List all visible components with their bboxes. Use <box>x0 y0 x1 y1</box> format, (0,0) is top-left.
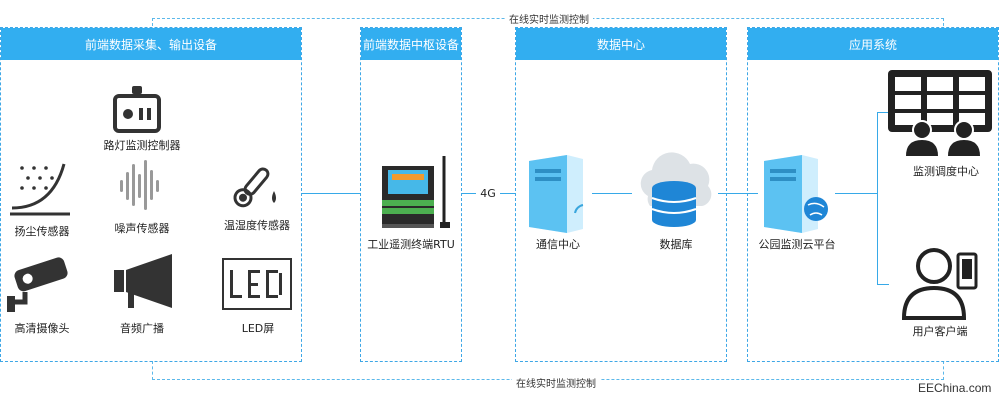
panel-datacenter: 数据中心 <box>515 27 727 362</box>
panel-datacenter-title: 数据中心 <box>516 28 726 60</box>
comm-server-icon <box>529 155 584 233</box>
link-comm-db <box>592 193 632 194</box>
panel-frontend: 前端数据采集、输出设备 <box>0 27 302 362</box>
rtu-device-icon <box>382 156 450 228</box>
top-loop-label: 在线实时监测控制 <box>505 11 593 26</box>
comm-center-label: 通信中心 <box>536 238 580 251</box>
link-branch-vertical <box>877 112 878 284</box>
database-cloud-icon <box>640 152 712 227</box>
streetlight-controller-label: 路灯监测控制器 <box>103 139 181 152</box>
user-client-icon <box>901 248 978 320</box>
bottom-loop-label: 在线实时监测控制 <box>512 375 600 390</box>
link-hub-datacenter-a <box>462 193 476 194</box>
dust-sensor-label: 扬尘传感器 <box>14 225 70 238</box>
led-screen-label: LED屏 <box>241 322 275 335</box>
panel-hub-title: 前端数据中枢设备 <box>361 28 461 60</box>
link-branch-top <box>877 112 889 113</box>
watermark-text: EEChina.com <box>918 381 992 395</box>
user-client-label: 用户客户端 <box>912 325 968 338</box>
led-screen-icon <box>222 258 292 310</box>
panel-frontend-title: 前端数据采集、输出设备 <box>1 28 301 60</box>
thermometer-icon <box>233 167 276 208</box>
link-branch-bottom <box>877 284 889 285</box>
temp-humidity-sensor-label: 温湿度传感器 <box>224 219 290 232</box>
link-frontend-hub <box>302 193 360 194</box>
link-datacenter-apps <box>718 193 758 194</box>
panel-hub: 前端数据中枢设备 <box>360 27 462 362</box>
cloud-platform-server-icon <box>764 155 828 233</box>
link-4g-label: 4G <box>480 187 496 200</box>
panel-apps-title: 应用系统 <box>748 28 998 60</box>
panel-apps: 应用系统 <box>747 27 999 362</box>
camera-icon <box>7 257 68 312</box>
rtu-label: 工业遥测终端RTU <box>367 238 455 251</box>
cloud-platform-label: 公园监测云平台 <box>758 238 836 251</box>
link-cloud-branch <box>835 193 877 194</box>
noise-sensor-label: 噪声传感器 <box>114 222 170 235</box>
noise-sensor-icon <box>120 160 159 210</box>
link-hub-datacenter-b <box>500 193 515 194</box>
dispatch-center-icon <box>888 70 992 156</box>
dust-sensor-icon <box>10 163 70 216</box>
database-label: 数据库 <box>659 238 693 251</box>
dispatch-center-label: 监测调度中心 <box>913 165 979 178</box>
hd-camera-label: 高清摄像头 <box>14 322 70 335</box>
streetlight-controller-icon <box>113 86 161 133</box>
audio-broadcast-label: 音频广播 <box>120 322 164 335</box>
loudspeaker-icon <box>114 254 172 308</box>
